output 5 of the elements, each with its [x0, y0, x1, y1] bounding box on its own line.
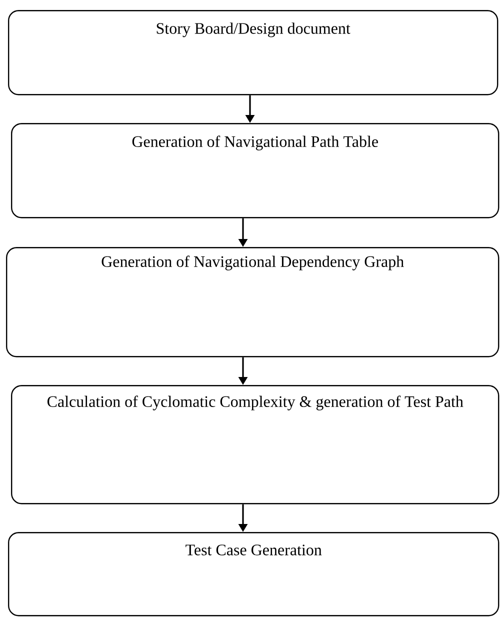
process-box: Story Board/Design document	[8, 10, 498, 96]
process-box: Generation of Navigational Dependency Graph	[6, 247, 500, 358]
process-box: Calculation of Cyclomatic Complexity & generation of Test Path	[11, 385, 500, 504]
process-box: Test Case Generation	[8, 532, 500, 616]
process-box: Generation of Navigational Path Table	[11, 123, 500, 218]
